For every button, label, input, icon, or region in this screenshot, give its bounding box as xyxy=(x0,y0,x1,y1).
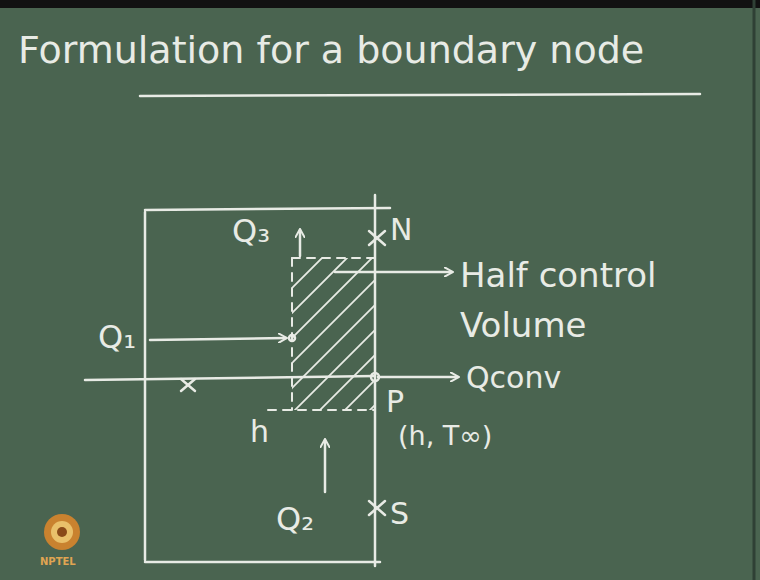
face-point xyxy=(289,335,295,341)
boundary-condition: (h, T∞) xyxy=(398,420,492,452)
node-label: S xyxy=(390,496,409,532)
board-top-edge xyxy=(0,0,760,8)
flux-label: Qconv xyxy=(466,360,561,396)
node-label: P xyxy=(386,384,404,420)
flux-arrow xyxy=(299,230,302,256)
board-title: Formulation for a boundary node xyxy=(18,28,644,74)
flux-arrow xyxy=(150,338,286,340)
domain-bottom xyxy=(145,561,380,564)
node-cross xyxy=(181,231,385,515)
node-label: N xyxy=(390,212,412,248)
domain-top xyxy=(145,208,390,210)
flux-label: Q₃ xyxy=(232,212,270,250)
title-underline xyxy=(140,94,700,96)
logo-text: NPTEL xyxy=(40,556,76,568)
spacing-label: h xyxy=(250,414,269,450)
flux-arrow xyxy=(324,440,327,492)
domain-left xyxy=(144,212,147,560)
flux-label: Q₁ xyxy=(98,318,136,356)
board-edge xyxy=(753,0,756,580)
nptel-logo xyxy=(44,514,80,550)
leader-line xyxy=(335,271,452,274)
callout-label: Half control Volume xyxy=(460,250,740,350)
convection-arrow xyxy=(378,376,458,379)
flux-label: Q₂ xyxy=(276,500,314,538)
cv-face xyxy=(292,257,375,259)
cv-hatching xyxy=(292,258,375,410)
grid-line xyxy=(85,376,375,380)
